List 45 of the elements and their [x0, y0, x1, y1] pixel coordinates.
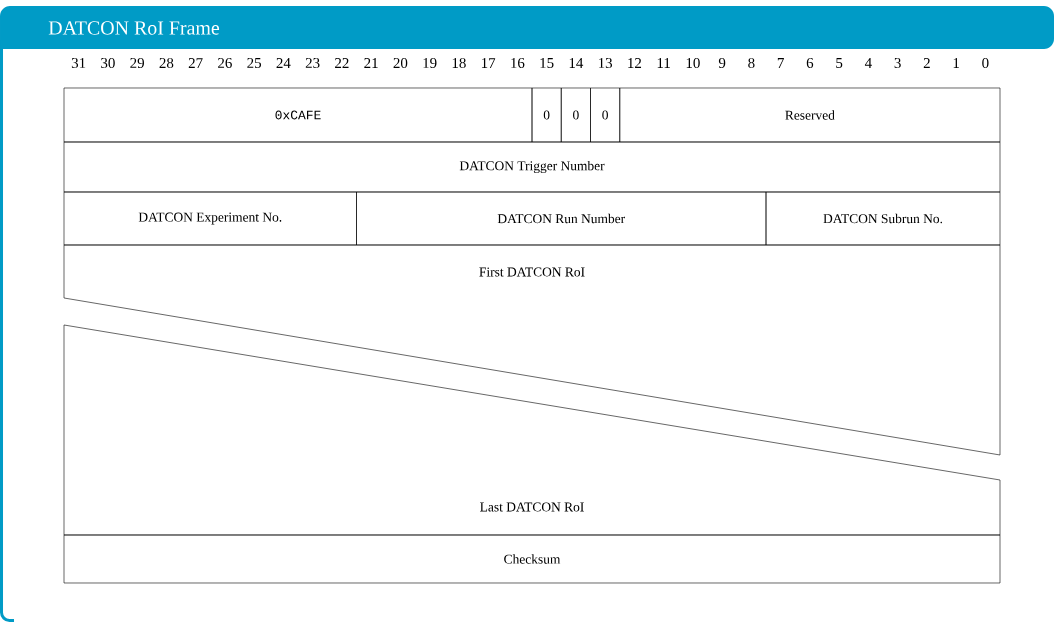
bit-number: 23: [305, 58, 320, 68]
bit-number: 0: [982, 57, 989, 69]
bit-number: 17: [481, 58, 496, 68]
field-box: DATCON Run Number: [356, 191, 767, 246]
bit-number: 22: [335, 58, 349, 68]
field-box: DATCON Experiment No.: [63, 191, 357, 246]
field-box: DATCON Trigger Number: [63, 141, 1001, 193]
field-box: DATCON Subrun No.: [765, 191, 1001, 246]
field-box: 0: [531, 87, 562, 143]
bit-number: 12: [628, 58, 642, 68]
bit-number: 11: [657, 58, 670, 68]
bit-number: 16: [511, 58, 525, 68]
field-box: 0: [590, 87, 621, 143]
bit-number: 26: [218, 58, 232, 68]
bit-number: 6: [806, 58, 814, 68]
field-box: 0: [560, 87, 591, 143]
bit-number: 9: [718, 58, 726, 68]
bit-number: 14: [569, 58, 584, 68]
bit-number: 25: [247, 58, 261, 68]
bit-number: 3: [894, 58, 901, 68]
bit-number: 13: [598, 58, 612, 68]
bit-number: 18: [452, 57, 466, 69]
bit-number: 19: [423, 58, 437, 68]
broken-field-box: First DATCON RoI: [63, 244, 1001, 456]
title-bar: DATCON RoI Frame: [0, 6, 1054, 49]
bit-number: 20: [393, 57, 408, 69]
bit-number: 21: [364, 58, 378, 68]
bit-number: 5: [836, 58, 843, 68]
field-box: 0xCAFE: [63, 87, 533, 143]
bit-number: 4: [864, 58, 872, 68]
bit-number: 28: [159, 57, 174, 69]
bit-number: 30: [101, 57, 115, 69]
bit-number: 2: [923, 58, 930, 68]
bit-number: 29: [130, 58, 144, 68]
bit-number: 7: [777, 58, 784, 68]
bit-number: 1: [953, 58, 959, 68]
bit-number: 27: [188, 58, 203, 68]
broken-field-box: Last DATCON RoI: [63, 324, 1001, 536]
bit-number: 15: [540, 58, 554, 68]
field-box: Reserved: [619, 87, 1001, 143]
bit-number: 8: [748, 57, 755, 69]
bit-number: 10: [686, 57, 700, 69]
bit-number: 24: [276, 58, 291, 68]
field-box: Checksum: [63, 534, 1001, 584]
bit-number: 31: [71, 58, 86, 68]
